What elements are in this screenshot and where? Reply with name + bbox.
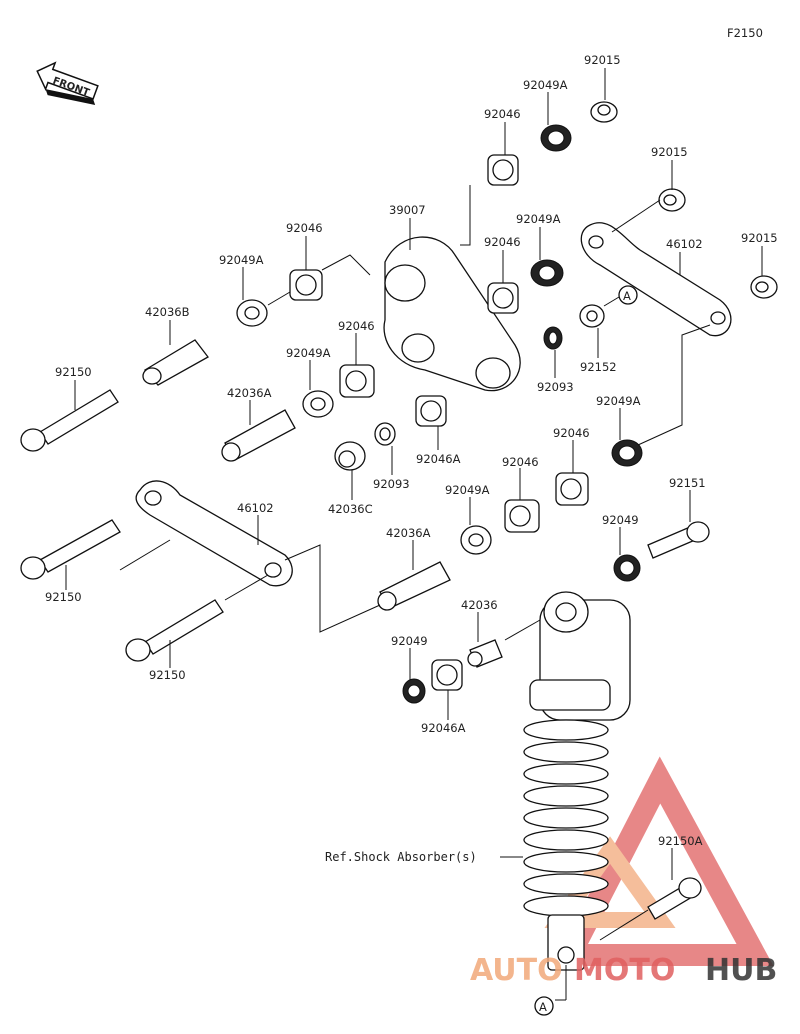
label-92049A-lower: 92049A <box>286 346 331 360</box>
label-92046A-bot: 92046A <box>421 721 466 735</box>
part-42036A-top[interactable] <box>221 409 296 462</box>
label-92093-left: 92093 <box>373 477 410 491</box>
label-46102-left: 46102 <box>237 501 274 515</box>
part-92150A-bolt[interactable] <box>647 877 702 920</box>
label-46102-right: 46102 <box>666 237 703 251</box>
label-42036A-bot: 42036A <box>386 526 431 540</box>
part-92046-top[interactable] <box>487 154 519 186</box>
part-92046-r1[interactable] <box>555 472 589 506</box>
part-92046A-bot[interactable] <box>431 659 463 691</box>
part-92046-lower[interactable] <box>339 364 375 398</box>
label-92049-right: 92049 <box>602 513 639 527</box>
label-92046-r1: 92046 <box>553 426 590 440</box>
figure-code: F2150 <box>727 26 763 40</box>
part-42036A-bot[interactable] <box>377 561 451 611</box>
part-92015-right[interactable] <box>750 275 778 299</box>
label-92015-mid: 92015 <box>651 145 688 159</box>
part-92046-center[interactable] <box>487 282 519 314</box>
label-92046-top: 92046 <box>484 107 521 121</box>
label-42036: 42036 <box>461 598 498 612</box>
part-42036[interactable] <box>467 639 503 668</box>
label-92152: 92152 <box>580 360 617 374</box>
label-92046A-top: 92046A <box>416 452 461 466</box>
watermark-hub: HUB <box>705 953 777 988</box>
label-92015-right: 92015 <box>741 231 778 245</box>
label-92049A-mid: 92049A <box>516 212 561 226</box>
part-92150-mid-bolt[interactable] <box>20 519 121 580</box>
label-92046-center: 92046 <box>484 235 521 249</box>
part-92150-top-bolt[interactable] <box>20 389 119 452</box>
part-92152[interactable] <box>579 304 605 328</box>
part-42036C[interactable] <box>334 441 366 471</box>
part-labels: 92015 92049A 92046 92015 39007 92046 920… <box>45 53 778 864</box>
ref-A-circle-top: A <box>618 285 638 305</box>
label-39007: 39007 <box>389 203 426 217</box>
part-92015-mid[interactable] <box>658 188 686 212</box>
part-92049A-r3[interactable] <box>460 525 492 555</box>
ref-A-label-top: A <box>623 289 631 303</box>
label-ref-shock-absorber: Ref.Shock Absorber(s) <box>325 850 477 864</box>
label-92093-right: 92093 <box>537 380 574 394</box>
part-92049-bot[interactable] <box>402 678 426 704</box>
part-92049A-mid[interactable] <box>530 259 564 287</box>
part-92046-left[interactable] <box>289 269 323 301</box>
part-92151-bolt[interactable] <box>647 521 710 559</box>
label-92150-top: 92150 <box>55 365 92 379</box>
ref-A-label-bottom: A <box>539 1000 547 1014</box>
label-42036B: 42036B <box>145 305 190 319</box>
leader-lines <box>65 68 763 1001</box>
part-46102-right-link[interactable] <box>580 222 732 337</box>
label-92150A: 92150A <box>658 834 703 848</box>
part-92049A-lower[interactable] <box>302 390 334 418</box>
label-92046-r2: 92046 <box>502 455 539 469</box>
label-92150-bot: 92150 <box>149 668 186 682</box>
label-92151: 92151 <box>669 476 706 490</box>
part-92049-right[interactable] <box>613 554 641 582</box>
ref-A-circle-bottom: A <box>534 996 554 1016</box>
part-92046-r2[interactable] <box>504 499 540 533</box>
label-92046-lower: 92046 <box>338 319 375 333</box>
shock-absorber[interactable] <box>523 591 631 971</box>
part-39007-rocker-arm[interactable] <box>383 236 521 392</box>
label-92046-left: 92046 <box>286 221 323 235</box>
part-92046A-top[interactable] <box>415 395 447 427</box>
part-46102-left-link[interactable] <box>135 480 293 587</box>
label-42036C: 42036C <box>328 502 373 516</box>
label-92015-top: 92015 <box>584 53 621 67</box>
watermark-auto: AUTO <box>470 953 563 988</box>
part-42036B-collar[interactable] <box>142 339 209 386</box>
label-92049A-top: 92049A <box>523 78 568 92</box>
part-92049A-right[interactable] <box>611 439 643 467</box>
part-92049A-left[interactable] <box>236 299 268 327</box>
part-92093-right[interactable] <box>543 326 563 350</box>
part-92093-left[interactable] <box>374 422 396 446</box>
label-92049-bot: 92049 <box>391 634 428 648</box>
part-92015-top[interactable] <box>590 101 618 123</box>
watermark-moto: MOTO <box>574 953 675 988</box>
watermark-text: AUTO MOTO HUB <box>470 953 777 988</box>
label-42036A-top: 42036A <box>227 386 272 400</box>
part-92150-bot-bolt[interactable] <box>125 599 224 662</box>
label-92049A-left: 92049A <box>219 253 264 267</box>
label-92049A-right: 92049A <box>596 394 641 408</box>
front-arrow-icon: FRONT <box>36 61 99 106</box>
shock-spring <box>523 719 609 917</box>
label-92049A-r3: 92049A <box>445 483 490 497</box>
part-92049A-top[interactable] <box>540 124 572 152</box>
label-92150-mid: 92150 <box>45 590 82 604</box>
